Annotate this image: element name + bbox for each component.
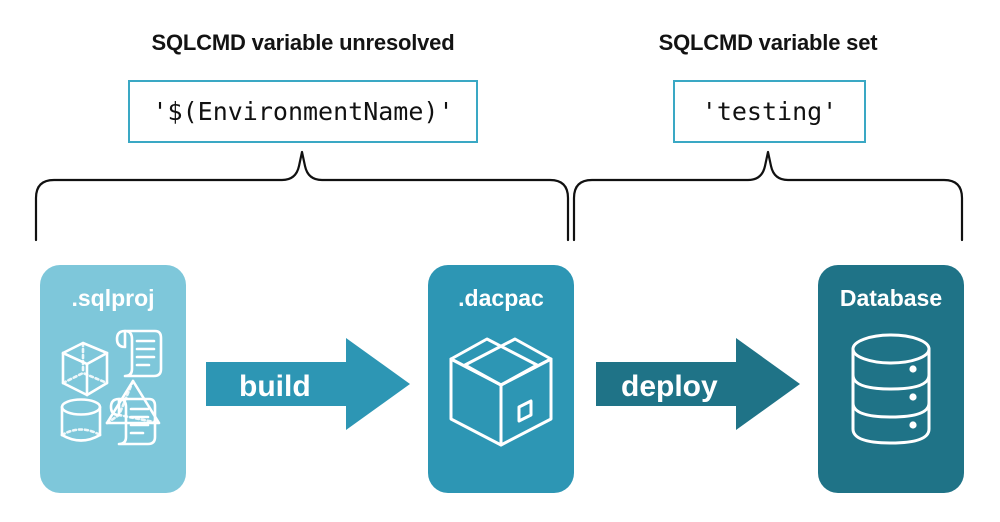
sqlcmd-value-set: 'testing' xyxy=(701,97,838,126)
database-cylinder-icon xyxy=(851,333,931,445)
sqlcmd-value-box-set: 'testing' xyxy=(673,80,866,143)
build-arrow-shape xyxy=(206,338,410,430)
arrow-deploy: deploy xyxy=(596,336,802,437)
sqlcmd-value-unresolved: '$(EnvironmentName)' xyxy=(152,97,454,126)
stage-box-sqlproj[interactable]: .sqlproj xyxy=(40,265,186,493)
stage-label-dacpac: .dacpac xyxy=(458,285,544,311)
arrow-build: build xyxy=(206,336,412,437)
deploy-arrow-shape xyxy=(596,338,800,430)
stage-box-dacpac[interactable]: .dacpac xyxy=(428,265,574,493)
sqlcmd-value-box-unresolved: '$(EnvironmentName)' xyxy=(128,80,478,143)
sql-project-objects-icon xyxy=(60,329,163,446)
package-box-icon xyxy=(449,337,553,447)
annotation-heading-set: SQLCMD variable set xyxy=(658,30,878,55)
grouping-brace-left xyxy=(34,150,570,242)
stage-label-database: Database xyxy=(839,285,943,311)
stage-label-sqlproj: .sqlproj xyxy=(71,285,155,311)
grouping-brace-right xyxy=(572,150,964,242)
annotation-heading-unresolved: SQLCMD variable unresolved xyxy=(151,30,455,55)
stage-box-database[interactable]: Database xyxy=(818,265,964,493)
